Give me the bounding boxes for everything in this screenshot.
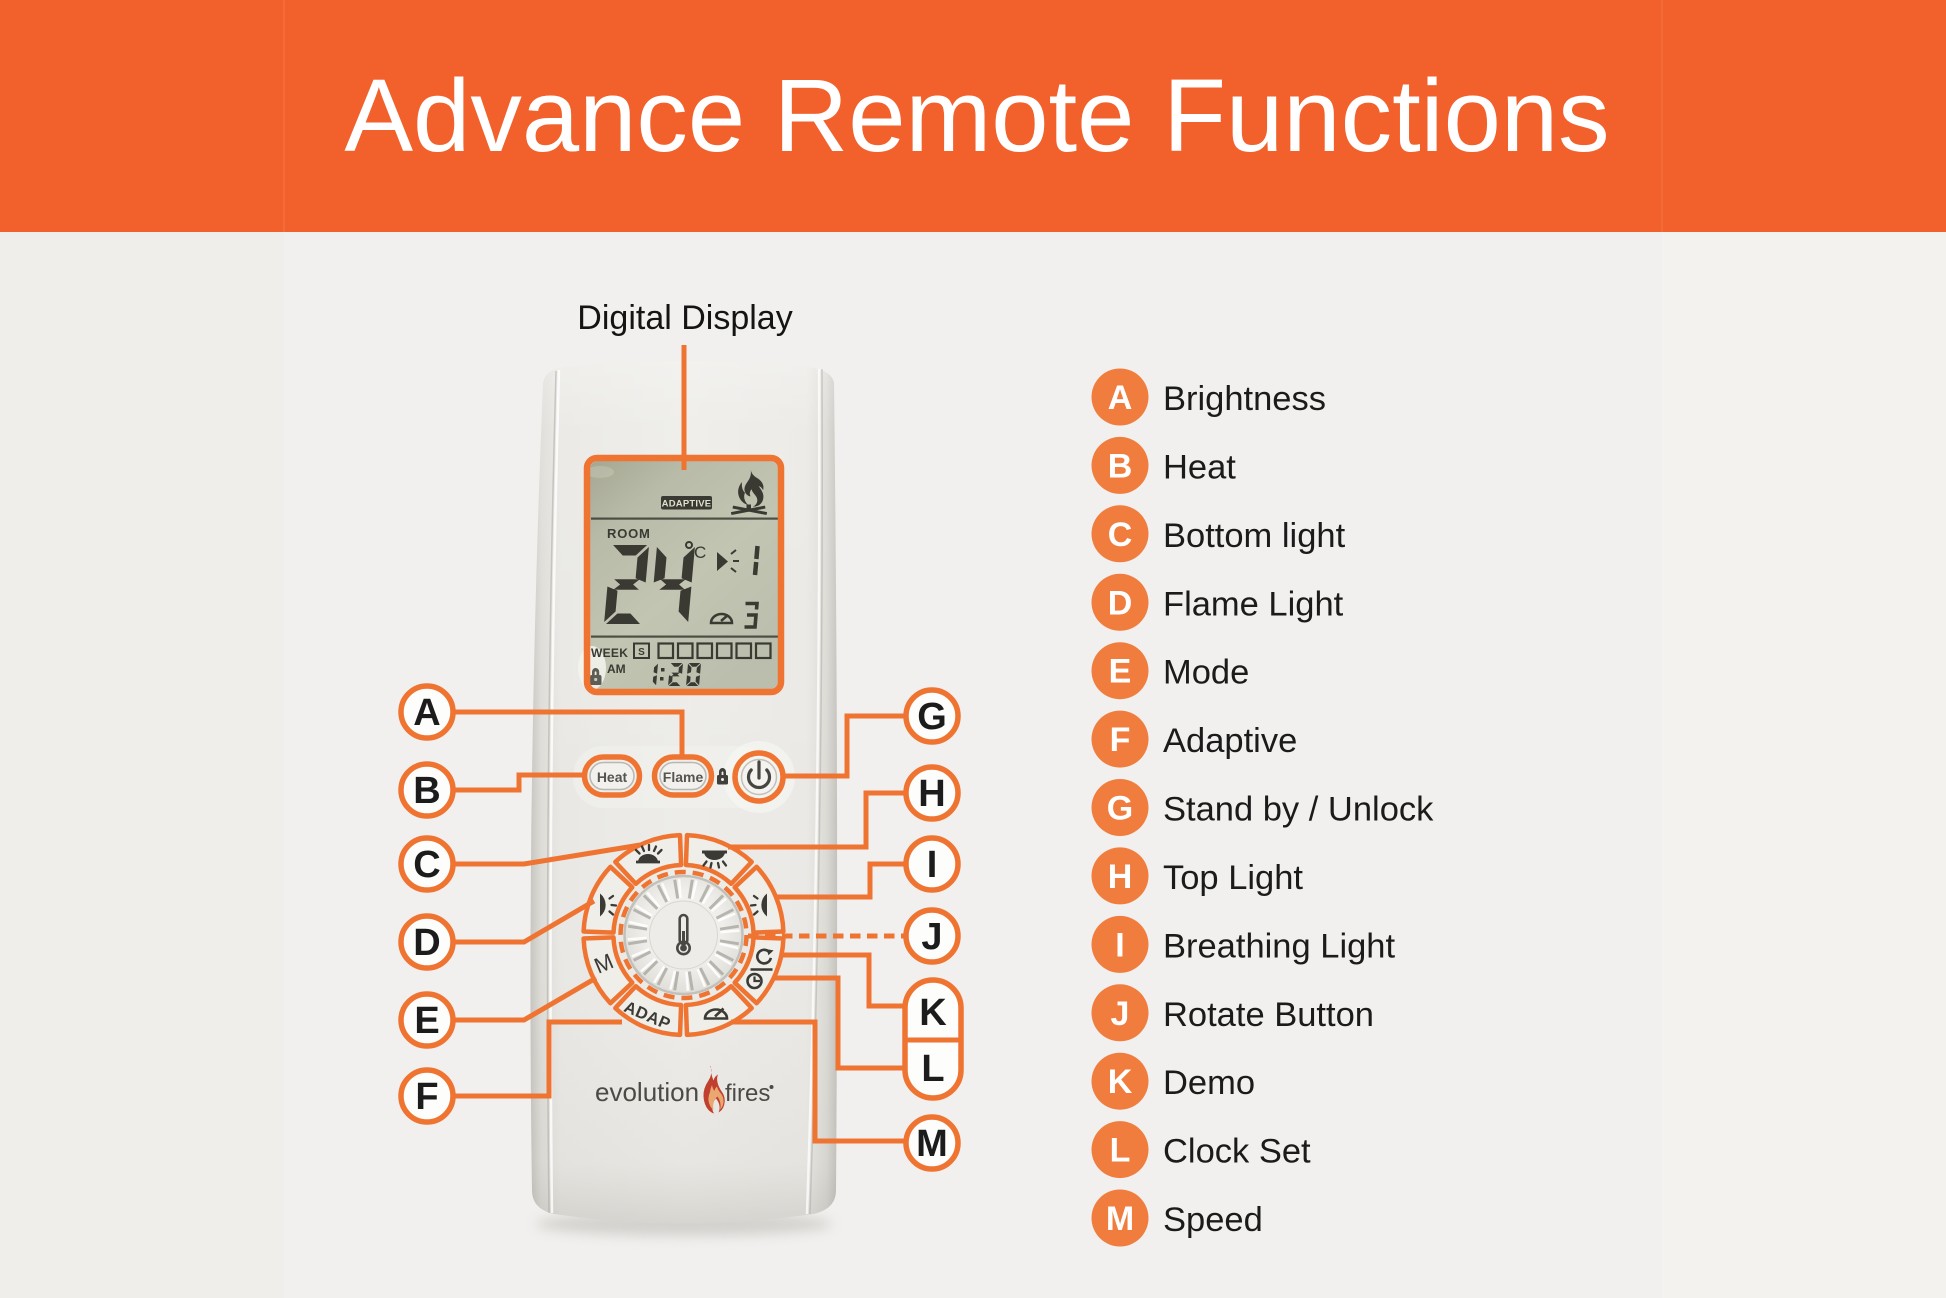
svg-text:Mode: Mode <box>1163 654 1249 692</box>
svg-text:F: F <box>1110 721 1131 759</box>
svg-text:A: A <box>413 692 440 734</box>
svg-text:G: G <box>917 696 947 738</box>
svg-text:Advance Remote Functions: Advance Remote Functions <box>344 58 1609 173</box>
svg-text:J: J <box>1111 995 1130 1033</box>
svg-text:E: E <box>414 1000 439 1042</box>
svg-text:F: F <box>415 1076 438 1118</box>
svg-text:C: C <box>694 543 706 562</box>
svg-text:WEEK: WEEK <box>591 646 628 660</box>
svg-text:Bottom light: Bottom light <box>1163 517 1346 555</box>
svg-text:L: L <box>921 1048 944 1090</box>
svg-text:G: G <box>1107 790 1133 828</box>
svg-text:Heat: Heat <box>1163 448 1236 486</box>
svg-text:H: H <box>1108 858 1133 896</box>
svg-text:D: D <box>1108 584 1133 622</box>
svg-text:B: B <box>1108 447 1133 485</box>
svg-text:B: B <box>413 770 440 812</box>
svg-text:K: K <box>1108 1063 1133 1101</box>
svg-text:A: A <box>1108 379 1133 417</box>
svg-text:Heat: Heat <box>597 769 628 785</box>
svg-text:Adaptive: Adaptive <box>1163 722 1297 760</box>
svg-text:Brightness: Brightness <box>1163 380 1326 418</box>
svg-text:ADAPTIVE: ADAPTIVE <box>662 499 712 510</box>
svg-text:AM: AM <box>607 662 626 676</box>
svg-text:L: L <box>1110 1132 1131 1170</box>
svg-text:ROOM: ROOM <box>607 526 651 541</box>
svg-text:evolution: evolution <box>595 1077 699 1107</box>
svg-text:Rotate Button: Rotate Button <box>1163 996 1374 1034</box>
svg-text:C: C <box>1108 516 1133 554</box>
svg-text:Speed: Speed <box>1163 1201 1263 1239</box>
svg-text:I: I <box>1115 926 1124 964</box>
svg-text:E: E <box>1109 653 1132 691</box>
svg-text:Flame: Flame <box>663 769 704 785</box>
svg-text:M: M <box>1106 1200 1134 1238</box>
svg-text:Breathing Light: Breathing Light <box>1163 927 1395 965</box>
svg-text:Demo: Demo <box>1163 1064 1255 1102</box>
svg-text:Stand by / Unlock: Stand by / Unlock <box>1163 791 1434 829</box>
svg-text:J: J <box>921 916 942 958</box>
svg-text:I: I <box>927 844 938 886</box>
svg-text:C: C <box>413 844 440 886</box>
svg-text:S: S <box>638 647 645 658</box>
svg-text:Top Light: Top Light <box>1163 859 1303 897</box>
svg-text:D: D <box>413 922 440 964</box>
svg-text:fires: fires <box>725 1080 770 1107</box>
svg-text:K: K <box>919 992 947 1034</box>
svg-text:Flame Light: Flame Light <box>1163 585 1344 623</box>
svg-text:M: M <box>916 1123 948 1165</box>
svg-text:H: H <box>918 773 945 815</box>
svg-text:Digital Display: Digital Display <box>577 299 792 337</box>
svg-text:Clock Set: Clock Set <box>1163 1133 1311 1171</box>
